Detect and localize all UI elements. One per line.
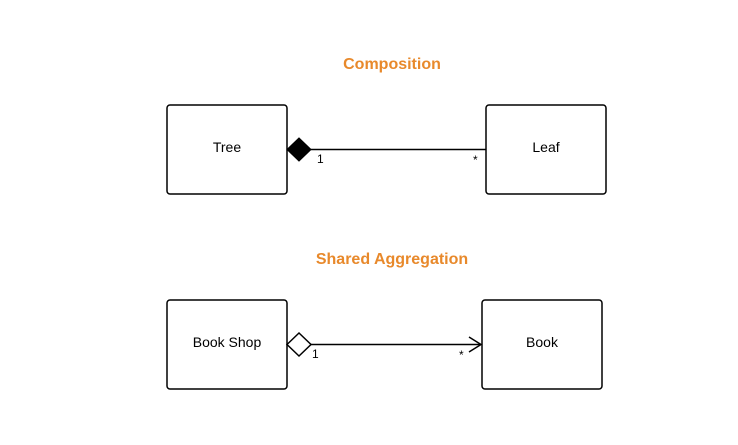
leaf-class-box[interactable]	[485, 104, 607, 195]
leaf-class-label: Leaf	[532, 139, 559, 155]
book-shop-multiplicity: 1	[312, 347, 319, 361]
book-shop-class-label: Book Shop	[193, 334, 262, 350]
book-class-label: Book	[526, 334, 559, 350]
hollow-diamond-icon	[285, 331, 313, 358]
tree-class-label: Tree	[213, 139, 241, 155]
book-multiplicity: *	[459, 348, 464, 362]
leaf-multiplicity: *	[473, 153, 478, 167]
composition-section: Composition Tree Leaf 1 *	[166, 56, 607, 195]
aggregation-title: Shared Aggregation	[316, 251, 468, 268]
open-arrowhead-icon	[468, 336, 483, 353]
tree-multiplicity: 1	[317, 152, 324, 166]
composition-title: Composition	[343, 56, 441, 73]
aggregation-section: Shared Aggregation Book Shop Book 1 *	[166, 251, 603, 390]
filled-diamond-icon	[286, 137, 312, 162]
